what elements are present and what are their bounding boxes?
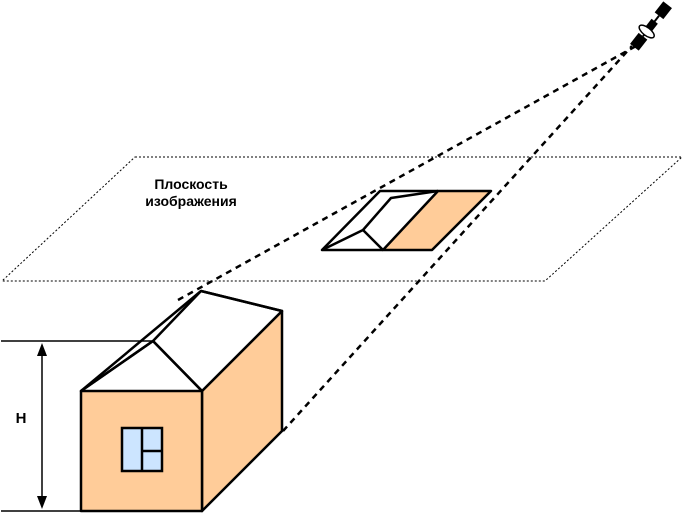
projection-ray-2	[282, 45, 633, 432]
projection-ray-1	[177, 44, 637, 302]
house-roof-edge	[200, 289, 283, 313]
height-label: H	[16, 410, 27, 427]
house	[79, 289, 284, 513]
plane-label-line2: изображения	[145, 193, 237, 209]
projected-roof-edge	[362, 189, 439, 231]
projected-house	[320, 189, 493, 252]
height-dimension: H	[1, 340, 153, 512]
height-arrow-bottom	[37, 496, 47, 509]
satellite-icon	[630, 1, 672, 51]
satellite-panel-bottom	[630, 32, 648, 51]
projected-roof	[320, 189, 438, 252]
house-window	[120, 426, 164, 473]
height-arrow-top	[37, 343, 47, 356]
plane-label-line1: Плоскость	[154, 176, 228, 192]
projected-wall	[381, 189, 493, 252]
image-plane	[0, 156, 682, 282]
satellite-dish	[638, 24, 655, 39]
satellite-panel-top	[654, 1, 672, 20]
